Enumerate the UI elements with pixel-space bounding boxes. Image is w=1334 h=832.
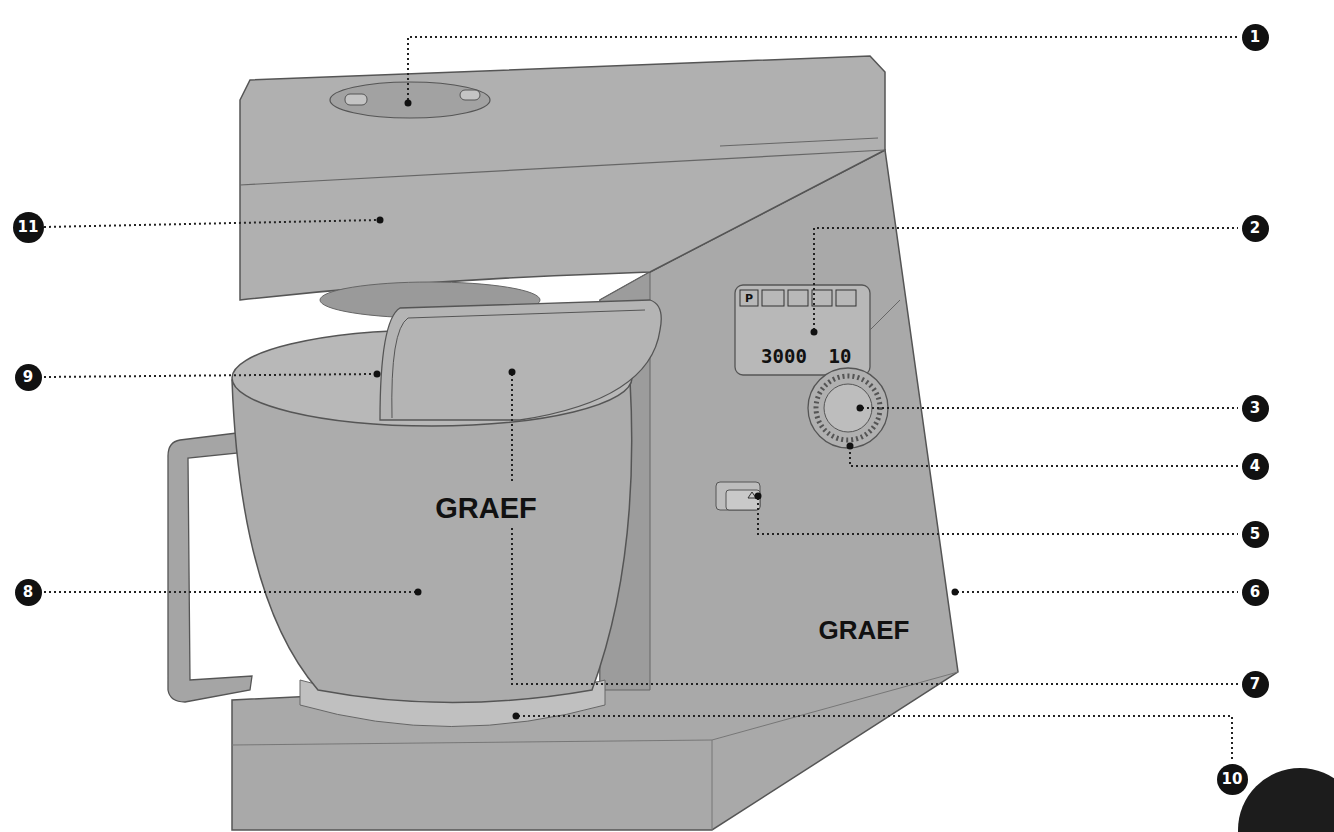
head-edge bbox=[720, 138, 878, 146]
base-edge bbox=[232, 740, 712, 745]
callout-number: 6 bbox=[1242, 579, 1269, 606]
callout-number: 9 bbox=[15, 364, 42, 391]
mixer-head bbox=[240, 56, 885, 300]
cover-slot bbox=[460, 90, 480, 100]
release-button bbox=[726, 490, 760, 510]
head-edge bbox=[240, 150, 885, 185]
display-icon bbox=[788, 290, 808, 306]
display-text: 10 bbox=[829, 347, 852, 366]
page-tab bbox=[1238, 768, 1334, 832]
callout-number: 2 bbox=[1242, 215, 1269, 242]
splash-guard bbox=[380, 300, 661, 420]
callout-text: 4 bbox=[1250, 459, 1260, 474]
callout-text: 11 bbox=[18, 220, 39, 235]
leader-lines bbox=[44, 37, 1238, 762]
speed-dial-ring bbox=[808, 368, 888, 448]
callout-text: 10 bbox=[1222, 772, 1243, 787]
leader-dots bbox=[374, 100, 959, 720]
callout-number: 10 bbox=[1217, 764, 1248, 795]
callout-text: 8 bbox=[23, 585, 33, 600]
speed-dial bbox=[824, 384, 872, 432]
callout-number: 4 bbox=[1242, 453, 1269, 480]
release-button bbox=[716, 482, 760, 510]
callout-number: 7 bbox=[1242, 671, 1269, 698]
display-text: 3000 bbox=[761, 347, 807, 366]
callout-number: 1 bbox=[1242, 24, 1269, 51]
brand-logo: GRAEF bbox=[819, 617, 910, 643]
base-edge bbox=[712, 740, 713, 830]
display-panel bbox=[735, 285, 870, 375]
display-icon bbox=[836, 290, 856, 306]
splash-guard-edge bbox=[392, 310, 645, 418]
callout-text: 1 bbox=[1250, 30, 1260, 45]
display-text: P bbox=[745, 293, 753, 304]
callout-text: 3 bbox=[1250, 401, 1260, 416]
display-icon bbox=[762, 290, 784, 306]
callout-text: 6 bbox=[1250, 585, 1260, 600]
callout-text: 2 bbox=[1250, 221, 1260, 236]
panel-edge bbox=[870, 300, 900, 330]
mixing-bowl bbox=[232, 380, 632, 703]
display-icon bbox=[740, 290, 758, 306]
callout-number: 11 bbox=[13, 212, 44, 243]
brand-logo: GRAEF bbox=[435, 494, 537, 523]
callout-text: 9 bbox=[23, 370, 33, 385]
dial-ticks bbox=[816, 376, 880, 440]
cover-slot bbox=[345, 94, 367, 105]
callout-text: 7 bbox=[1250, 677, 1260, 692]
base-edge bbox=[712, 672, 958, 740]
top-cover bbox=[330, 82, 490, 118]
callout-number: 5 bbox=[1242, 521, 1269, 548]
callout-text: 5 bbox=[1250, 527, 1260, 542]
callout-number: 8 bbox=[15, 579, 42, 606]
callout-number: 3 bbox=[1242, 395, 1269, 422]
